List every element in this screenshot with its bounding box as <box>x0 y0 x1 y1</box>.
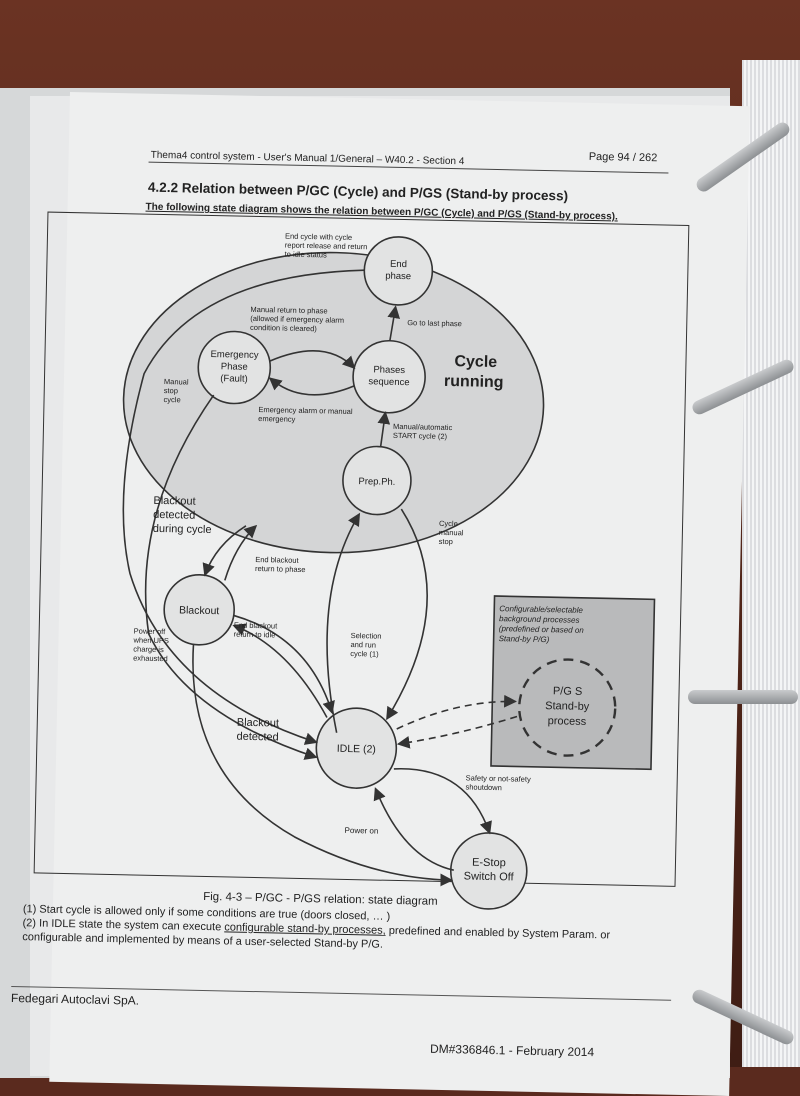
label-blackout-detected-2: detected <box>236 731 278 744</box>
config-box <box>490 595 656 771</box>
label-manual-stop-1: Manual <box>164 377 189 387</box>
edge-selection-run <box>326 512 361 733</box>
edge-power-on <box>373 787 454 871</box>
edge-safety-shutdown <box>393 768 492 835</box>
label-safety-shutdown-2: shoutdown <box>465 782 501 792</box>
footnote-2-link: configurable stand-by processes, <box>224 921 386 937</box>
label-manual-auto-1: Manual/automatic <box>393 422 453 432</box>
label-blackout-during-3: during cycle <box>153 523 212 536</box>
edge-cycle-manual-stop <box>386 508 428 721</box>
estop-text-1: E-Stop <box>472 857 506 870</box>
section-title: 4.2.2 Relation between P/GC (Cycle) and … <box>147 179 569 204</box>
label-cycle-manual-stop-3: stop <box>439 537 453 546</box>
label-power-on: Power on <box>345 826 379 836</box>
state-emergency <box>197 330 272 405</box>
figure-caption: Fig. 4-3 – P/GC - P/GS relation: state d… <box>203 890 438 908</box>
label-blackout-detected-1: Blackout <box>237 717 279 730</box>
cycle-running-label-2: running <box>444 373 504 391</box>
label-end-cycle-3: to idle status <box>285 250 328 260</box>
emergency-text-1: Emergency <box>210 349 259 361</box>
label-end-cycle-2: report release and return <box>285 241 368 252</box>
emergency-text-3: (Fault) <box>220 373 248 385</box>
edge-end-cycle <box>122 269 365 745</box>
state-pgs <box>518 658 617 757</box>
label-go-last: Go to last phase <box>407 318 462 328</box>
cycle-running-region <box>122 251 545 554</box>
pgs-text-2: Stand-by <box>545 700 590 713</box>
label-safety-shutdown-1: Safety or not-safety <box>466 773 531 783</box>
binder-ring-3 <box>688 690 798 704</box>
label-manual-return-2: (allowed if emergency alarm <box>250 314 344 325</box>
label-manual-auto-2: START cycle (2) <box>393 431 448 441</box>
end-phase-text-2: phase <box>385 271 411 283</box>
label-manual-stop-2: stop <box>164 386 178 395</box>
state-blackout <box>163 574 235 646</box>
edge-go-last <box>387 305 401 341</box>
label-power-off-4: exhausted <box>133 653 168 663</box>
label-end-blackout-phase-2: return to phase <box>255 564 306 574</box>
label-power-off-2: when UPS <box>132 635 169 645</box>
label-blackout-during-1: Blackout <box>153 495 195 508</box>
config-box-text-3: (predefined or based on <box>499 624 585 635</box>
end-phase-text-1: End <box>390 259 407 270</box>
phases-seq-text-2: sequence <box>368 376 409 388</box>
footnote-2-b: predefined and enabled by System Param. … <box>385 924 611 942</box>
state-prep-phase <box>342 445 412 516</box>
edge-manual-return <box>269 350 356 370</box>
config-box-text-2: background processes <box>499 614 580 625</box>
footer-company: Fedegari Autoclavi SpA. <box>10 990 140 1008</box>
label-end-blackout-phase-1: End blackout <box>255 555 299 565</box>
emergency-text-2: Phase <box>221 361 248 373</box>
state-diagram: Cycle running End phase Emergency Phase … <box>122 232 656 910</box>
pgs-text-3: process <box>548 715 587 728</box>
edge-from-pgs <box>396 715 518 749</box>
estop-text-2: Switch Off <box>464 870 515 883</box>
prep-text: Prep.Ph. <box>358 476 395 488</box>
label-selection-run-3: cycle (1) <box>350 649 379 659</box>
label-end-cycle-1: End cycle with cycle <box>285 232 352 242</box>
cycle-running-label-1: Cycle <box>454 353 497 371</box>
edge-emergency <box>268 377 355 396</box>
label-power-off-1: Power off <box>134 626 167 636</box>
label-selection-run-2: and run <box>350 640 376 650</box>
pgs-text-1: P/G S <box>553 685 583 698</box>
page-stack-edge <box>742 60 800 1067</box>
label-manual-stop-3: cycle <box>163 395 180 404</box>
label-cycle-manual-stop-1: Cycle <box>439 519 458 528</box>
edge-end-blackout-idle <box>232 623 328 718</box>
config-box-text-1: Configurable/selectable <box>499 604 583 615</box>
edge-power-off <box>192 644 454 887</box>
config-box-text-4: Stand-by P/G) <box>499 634 550 644</box>
edge-end-blackout-phase <box>224 524 258 581</box>
edge-blackout-during <box>202 525 247 577</box>
manual-page: Thema4 control system - User's Manual 1/… <box>11 92 750 1096</box>
label-emergency-alarm-1: Emergency alarm or manual <box>258 405 353 416</box>
edge-blackout-detected <box>233 614 335 715</box>
edge-manual-stop <box>144 394 318 760</box>
label-blackout-during-2: detected <box>153 509 195 522</box>
phases-seq-text-1: Phases <box>373 364 405 376</box>
edge-to-pgs <box>396 694 517 730</box>
label-end-blackout-idle-2: return to idle <box>234 630 276 640</box>
footer-docnum: DM#336846.1 - February 2014 <box>429 1041 595 1060</box>
label-power-off-3: charge is <box>133 644 164 654</box>
edge-start-cycle <box>377 411 391 447</box>
label-emergency-alarm-2: emergency <box>258 414 296 424</box>
label-selection-run-1: Selection <box>351 631 382 641</box>
label-cycle-manual-stop-2: manual <box>439 528 464 538</box>
label-manual-return-1: Manual return to phase <box>250 305 327 316</box>
blackout-text: Blackout <box>179 604 220 617</box>
label-end-blackout-idle-1: End blackout <box>234 621 278 631</box>
header-page-label: Page 94 / 262 <box>588 150 658 165</box>
idle-text: IDLE (2) <box>337 743 376 756</box>
label-manual-return-3: condition is cleared) <box>250 323 317 333</box>
